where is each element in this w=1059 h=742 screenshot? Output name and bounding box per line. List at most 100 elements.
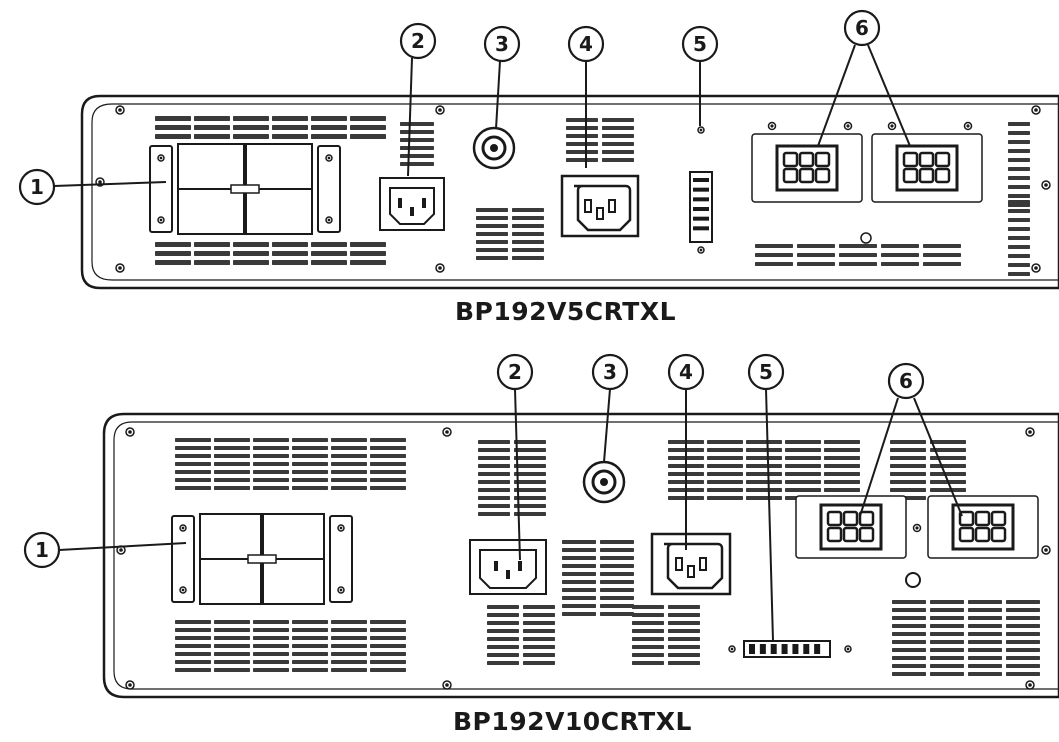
vent-slot bbox=[214, 644, 250, 648]
screw bbox=[125, 680, 135, 690]
vent-slot bbox=[668, 629, 700, 633]
vent-slot bbox=[487, 645, 519, 649]
battery-port-icon bbox=[795, 495, 907, 559]
vent-slot bbox=[514, 464, 546, 468]
vent-slot bbox=[746, 488, 782, 492]
screw bbox=[728, 645, 736, 653]
callout-5: 5 bbox=[681, 25, 719, 63]
vent-slot bbox=[370, 628, 406, 632]
vent-slot bbox=[930, 440, 966, 444]
vent-slot bbox=[487, 629, 519, 633]
vent-slot bbox=[1006, 664, 1040, 668]
vent-grille bbox=[566, 118, 634, 162]
vent-slot bbox=[331, 652, 367, 656]
vent-slot bbox=[253, 454, 289, 458]
screw bbox=[157, 154, 165, 162]
vent-slot bbox=[272, 251, 308, 256]
vent-slot bbox=[523, 605, 555, 609]
vent-slot bbox=[487, 661, 519, 665]
vent-slot bbox=[562, 580, 596, 584]
vent-slot bbox=[272, 125, 308, 130]
vent-slot bbox=[253, 652, 289, 656]
vent-slot bbox=[350, 242, 386, 247]
vent-slot bbox=[562, 548, 596, 552]
vent-slot bbox=[824, 488, 860, 492]
vent-slot bbox=[478, 488, 510, 492]
vent-slot bbox=[476, 240, 508, 244]
vent-slot bbox=[930, 464, 966, 468]
vent-slot bbox=[523, 653, 555, 657]
vent-slot bbox=[1006, 600, 1040, 604]
vent-slot bbox=[233, 242, 269, 247]
screw bbox=[442, 680, 452, 690]
callout-circle bbox=[483, 25, 521, 63]
vent-slot bbox=[512, 224, 544, 228]
vent-grille bbox=[890, 440, 966, 500]
vent-slot bbox=[292, 652, 328, 656]
vent-slot bbox=[892, 600, 926, 604]
vent-slot bbox=[370, 620, 406, 624]
bracket-left bbox=[171, 515, 195, 603]
vent-slot bbox=[155, 125, 191, 130]
vent-slot bbox=[1006, 616, 1040, 620]
vent-slot bbox=[1008, 176, 1030, 180]
ac-outlet-icon bbox=[650, 532, 732, 596]
leader-line bbox=[765, 388, 774, 642]
vent-slot bbox=[350, 260, 386, 265]
vent-grille bbox=[155, 242, 386, 265]
vent-slot bbox=[632, 629, 664, 633]
vent-slot bbox=[175, 446, 211, 450]
screw bbox=[697, 126, 705, 134]
vent-slot bbox=[930, 616, 964, 620]
vent-slot bbox=[668, 637, 700, 641]
vent-slot bbox=[890, 472, 926, 476]
vent-slot bbox=[892, 616, 926, 620]
vent-slot bbox=[892, 640, 926, 644]
vent-slot bbox=[292, 644, 328, 648]
vent-slot bbox=[1008, 158, 1030, 162]
vent-slot bbox=[746, 464, 782, 468]
vent-slot bbox=[370, 446, 406, 450]
vent-slot bbox=[523, 661, 555, 665]
vent-slot bbox=[968, 632, 1002, 636]
screw bbox=[325, 154, 333, 162]
vent-slot bbox=[514, 448, 546, 452]
vent-slot bbox=[253, 462, 289, 466]
vent-slot bbox=[400, 154, 434, 158]
vent-slot bbox=[839, 244, 877, 248]
vent-slot bbox=[331, 628, 367, 632]
callout-3: 3 bbox=[483, 25, 521, 63]
vent-slot bbox=[892, 672, 926, 676]
vent-slot bbox=[785, 456, 821, 460]
vent-slot bbox=[1006, 656, 1040, 660]
vent-slot bbox=[930, 624, 964, 628]
vent-slot bbox=[566, 134, 598, 138]
vent-slot bbox=[370, 652, 406, 656]
vent-slot bbox=[400, 130, 434, 134]
vent-slot bbox=[968, 640, 1002, 644]
vent-slot bbox=[155, 260, 191, 265]
vent-slot bbox=[930, 488, 966, 492]
vent-slot bbox=[214, 636, 250, 640]
vent-slot bbox=[175, 454, 211, 458]
vent-slot bbox=[175, 660, 211, 664]
vent-slot bbox=[930, 472, 966, 476]
vent-slot bbox=[331, 668, 367, 672]
callout-4: 4 bbox=[667, 353, 705, 391]
vent-slot bbox=[292, 660, 328, 664]
vent-slot bbox=[292, 628, 328, 632]
vent-grille bbox=[478, 440, 546, 516]
vent-slot bbox=[968, 672, 1002, 676]
vent-slot bbox=[487, 621, 519, 625]
vent-slot bbox=[512, 216, 544, 220]
vent-slot bbox=[175, 652, 211, 656]
vent-slot bbox=[562, 588, 596, 592]
vent-slot bbox=[487, 653, 519, 657]
fan-icon bbox=[582, 460, 626, 504]
vent-slot bbox=[632, 637, 664, 641]
vent-slot bbox=[839, 262, 877, 266]
callout-6: 6 bbox=[887, 362, 925, 400]
vent-slot bbox=[602, 118, 634, 122]
vent-slot bbox=[746, 496, 782, 500]
vent-slot bbox=[797, 262, 835, 266]
